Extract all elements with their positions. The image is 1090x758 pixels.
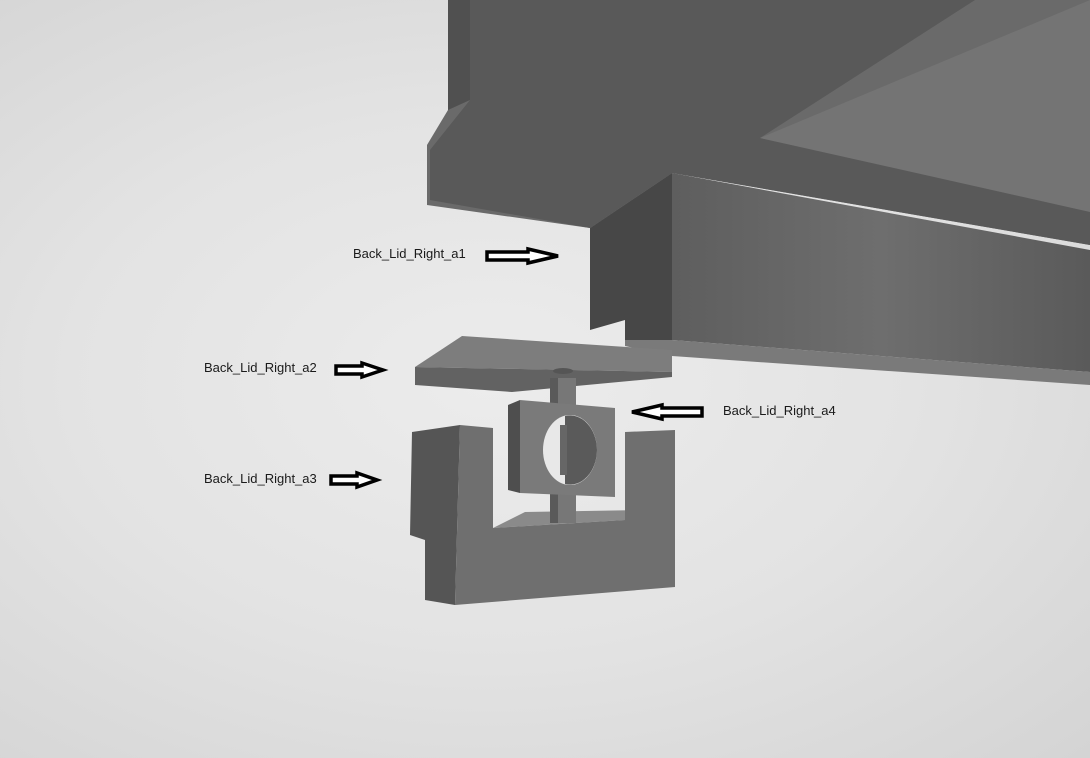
part-a2[interactable] [415, 336, 672, 392]
part-a1[interactable] [590, 173, 1090, 385]
label-a2: Back_Lid_Right_a2 [204, 360, 317, 375]
arrow-right-icon [329, 470, 383, 490]
label-a1: Back_Lid_Right_a1 [353, 246, 466, 261]
arrow-left-icon [631, 402, 704, 422]
label-a4: Back_Lid_Right_a4 [723, 403, 836, 418]
label-a3: Back_Lid_Right_a3 [204, 471, 317, 486]
part-a4[interactable] [508, 400, 615, 497]
arrow-right-icon [334, 360, 389, 380]
back-lid-body [427, 0, 1090, 245]
arrow-right-icon [485, 246, 559, 266]
